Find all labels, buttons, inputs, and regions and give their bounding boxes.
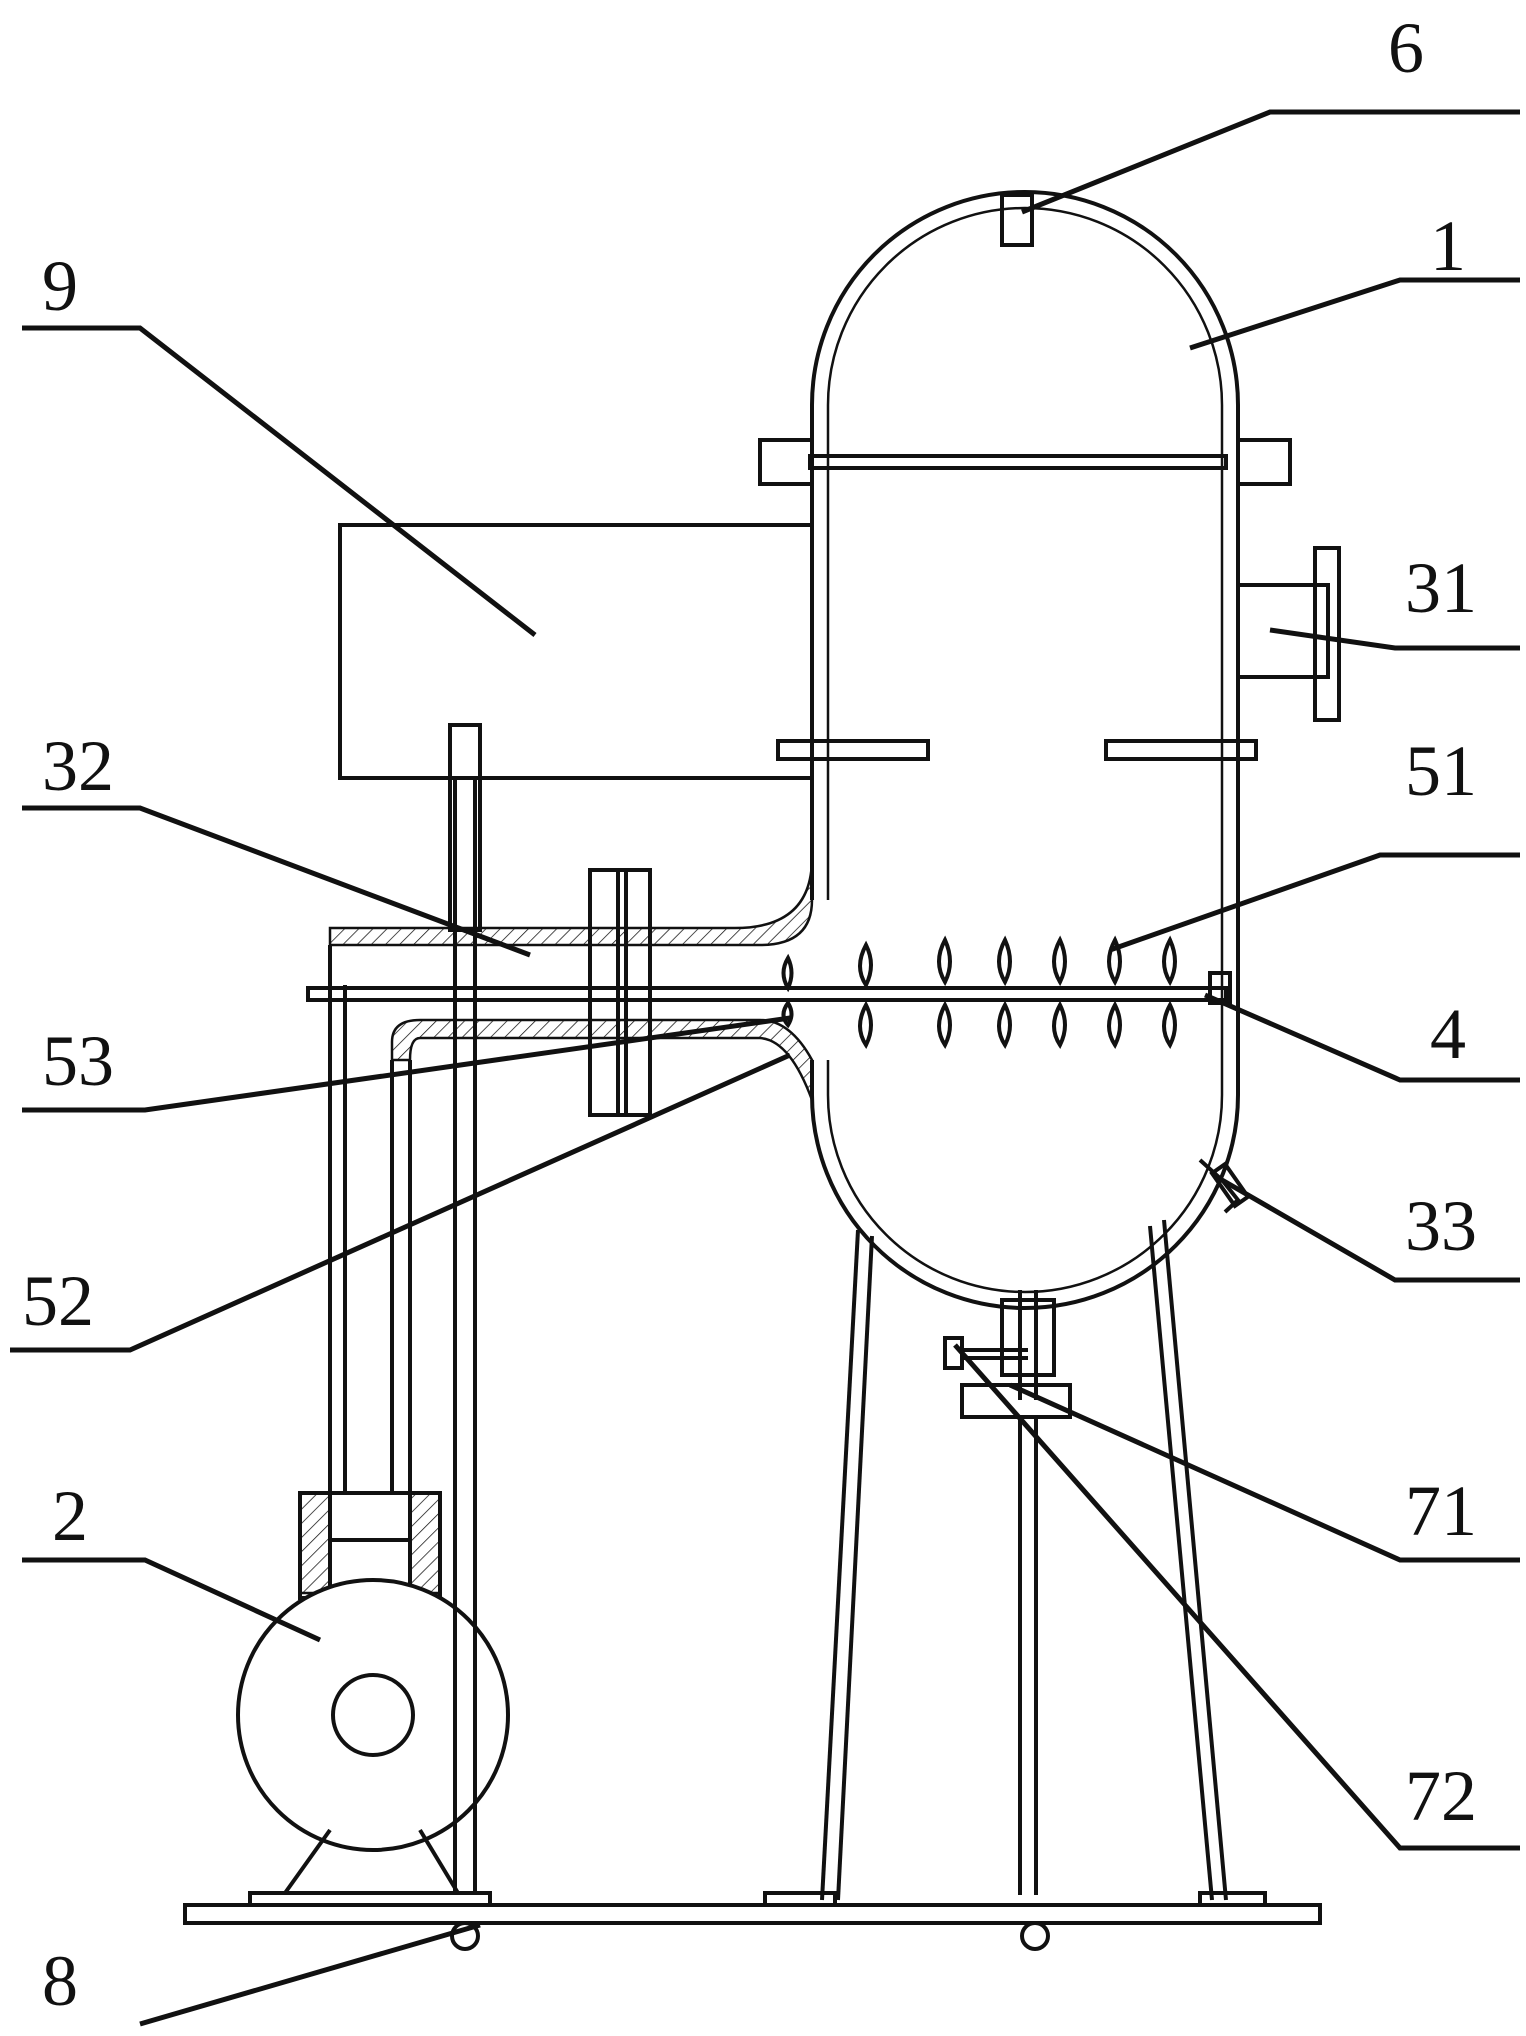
label-72: 72	[1405, 1756, 1477, 1836]
label-51: 51	[1405, 731, 1477, 811]
base-plate	[183, 1891, 1322, 1951]
label-1: 1	[1430, 206, 1466, 286]
label-2: 2	[52, 1476, 88, 1556]
impeller-blades	[781, 935, 1177, 1049]
discharge-valve-assembly	[943, 1290, 1072, 1895]
label-33: 33	[1405, 1186, 1477, 1266]
motor-box	[338, 523, 812, 932]
label-31: 31	[1405, 548, 1477, 628]
label-8: 8	[42, 1941, 78, 2021]
label-52: 52	[22, 1261, 94, 1341]
support-legs	[820, 1219, 1228, 1901]
leader-lines	[10, 109, 1520, 2027]
label-9: 9	[42, 246, 78, 326]
main-vessel	[758, 190, 1341, 1310]
label-32: 32	[42, 726, 114, 806]
label-4: 4	[1430, 994, 1466, 1074]
label-53: 53	[42, 1021, 114, 1101]
pump	[236, 780, 510, 1895]
reference-numerals: 6 1 9 31 32 51 53 4 33 52 71 2 72 8	[22, 8, 1477, 2021]
label-6: 6	[1388, 8, 1424, 88]
agitator-shaft	[306, 971, 1232, 1005]
inlet-pipe	[328, 857, 814, 1510]
label-71: 71	[1405, 1471, 1477, 1551]
